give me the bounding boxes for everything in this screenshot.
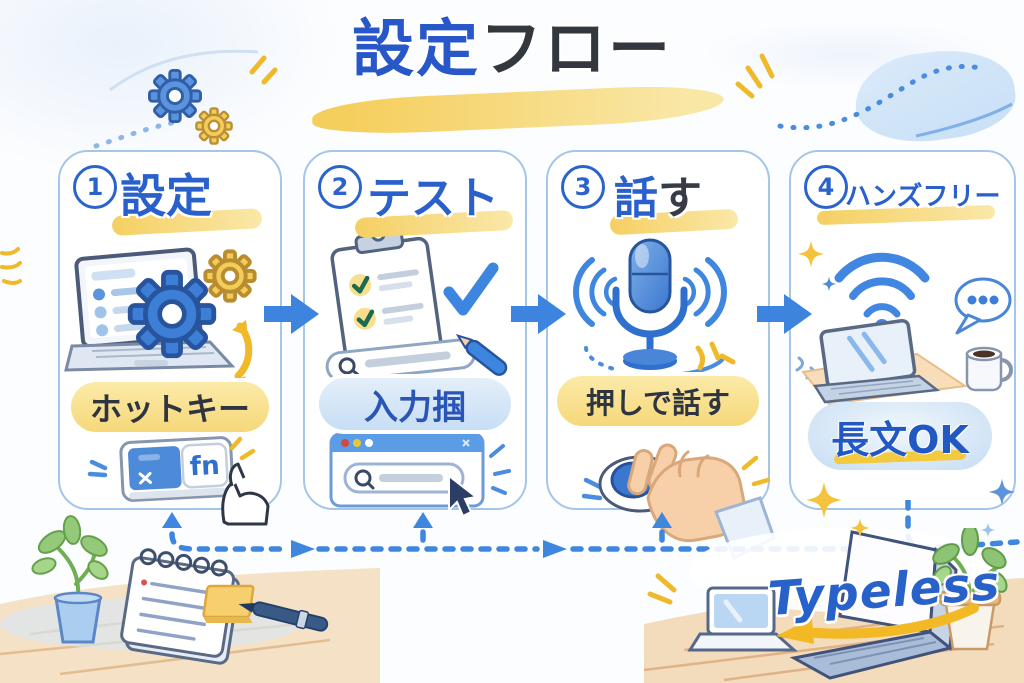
laptop-settings-illustration (64, 247, 257, 390)
push-to-talk-pill: 押しで話す (557, 376, 759, 426)
sparkle-icon (988, 478, 1016, 506)
dotted-curve-decoration (735, 53, 1013, 138)
small-laptop-icon (687, 586, 798, 652)
step-title: 設定 (120, 169, 212, 223)
chat-bubble-icon (954, 277, 1012, 335)
sparkle-dashes (249, 55, 278, 85)
sparkle-dashes (735, 53, 775, 99)
press-button-illustration (581, 443, 776, 561)
up-arrow-icon (162, 512, 182, 528)
hotkey-pill: ホットキー (71, 382, 269, 432)
gears-decoration (93, 49, 278, 149)
sparkle-icon (821, 276, 837, 292)
step-title: 話す (614, 173, 702, 224)
sparkle-icon (797, 240, 825, 268)
title-highlight-swoosh (311, 83, 725, 137)
flow-arrow-icon (511, 294, 566, 334)
page-title: 設定フロー (0, 16, 1024, 81)
burst-lines (695, 341, 736, 371)
gear-icon (195, 107, 233, 145)
flow-arrow-icon (264, 294, 319, 334)
pointer-hand-icon (221, 462, 270, 526)
fn-key-icon: fn (119, 436, 235, 502)
speed-lines (489, 444, 511, 495)
desk-scene-left (0, 515, 380, 683)
laptop-desk-illustration (795, 318, 1013, 406)
gear-icon (130, 272, 214, 356)
sparkles-decoration (806, 478, 1016, 538)
sound-waves-icon (573, 257, 727, 327)
microphone-illustration (573, 238, 736, 376)
plant-icon (31, 515, 109, 644)
page-title-sub: フロー (480, 12, 673, 85)
desk-scene-right (644, 528, 1024, 683)
input-field-pill: 入力掴 (319, 378, 511, 430)
sparkle-icon (980, 522, 996, 538)
yellow-squiggles (0, 247, 22, 285)
fn-key-illustration: fn (87, 436, 270, 526)
long-text-ok-bubble: 長文OK (808, 402, 992, 470)
step-card-handsfree: 4 ハンズフリー (789, 150, 1016, 510)
page-header: 設定フロー (0, 16, 1024, 137)
step-title: テスト (367, 173, 499, 224)
sparkle-icon (806, 482, 842, 518)
wifi-icon (834, 252, 930, 333)
step-title: ハンズフリー (845, 182, 1001, 212)
microphone-icon (612, 238, 688, 370)
right-arrow-icon (543, 540, 567, 558)
step-number-badge: 3 (561, 165, 605, 209)
step-number-badge: 2 (318, 165, 362, 209)
flow-arrow-icon (757, 294, 812, 334)
coffee-mug-icon (965, 346, 1013, 392)
browser-illustration (329, 432, 511, 518)
pen-icon (238, 601, 329, 632)
search-bar-icon (325, 338, 476, 382)
step-card-setup: 1 設定 ホットキー (58, 150, 282, 526)
laptop-icon (819, 318, 917, 389)
clipboard-icon (330, 226, 444, 369)
sparkle-icon (850, 518, 870, 538)
up-arrow-icon (413, 512, 433, 528)
right-arrow-icon (291, 540, 315, 558)
page-title-main: 設定 (351, 12, 480, 85)
cursor-icon (448, 473, 479, 518)
pen-icon (455, 333, 508, 376)
browser-window-icon (329, 432, 485, 508)
step-number-badge: 1 (73, 165, 117, 209)
check-icon (443, 262, 499, 316)
checklist-illustration (325, 226, 508, 382)
up-arrow-icon (652, 512, 672, 528)
step-card-speak: 3 話す 押しで話す (546, 150, 776, 561)
fn-key-label: fn (189, 451, 220, 483)
gear-icon (203, 249, 257, 303)
step-card-test: 2 テスト (303, 150, 527, 518)
wifi-chat-illustration (797, 240, 1012, 335)
step-number-badge: 4 (804, 165, 848, 209)
burst-lines (647, 573, 677, 605)
brand-underline-arrow (776, 603, 979, 644)
sticky-note-icon (202, 584, 255, 623)
